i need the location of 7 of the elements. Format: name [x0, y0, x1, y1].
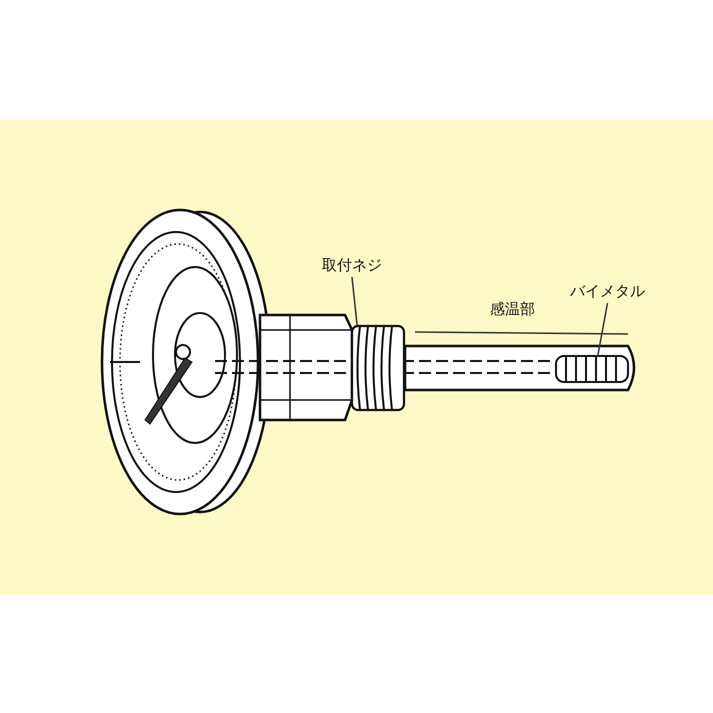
part-label: 感温部: [490, 300, 535, 318]
bimetal-coil: [555, 355, 629, 383]
mounting-thread: [350, 324, 406, 412]
part-label: バイメタル: [570, 282, 645, 300]
part-label: 取付ネジ: [322, 256, 382, 274]
leader-line: [597, 302, 608, 356]
leader-line: [351, 276, 358, 326]
